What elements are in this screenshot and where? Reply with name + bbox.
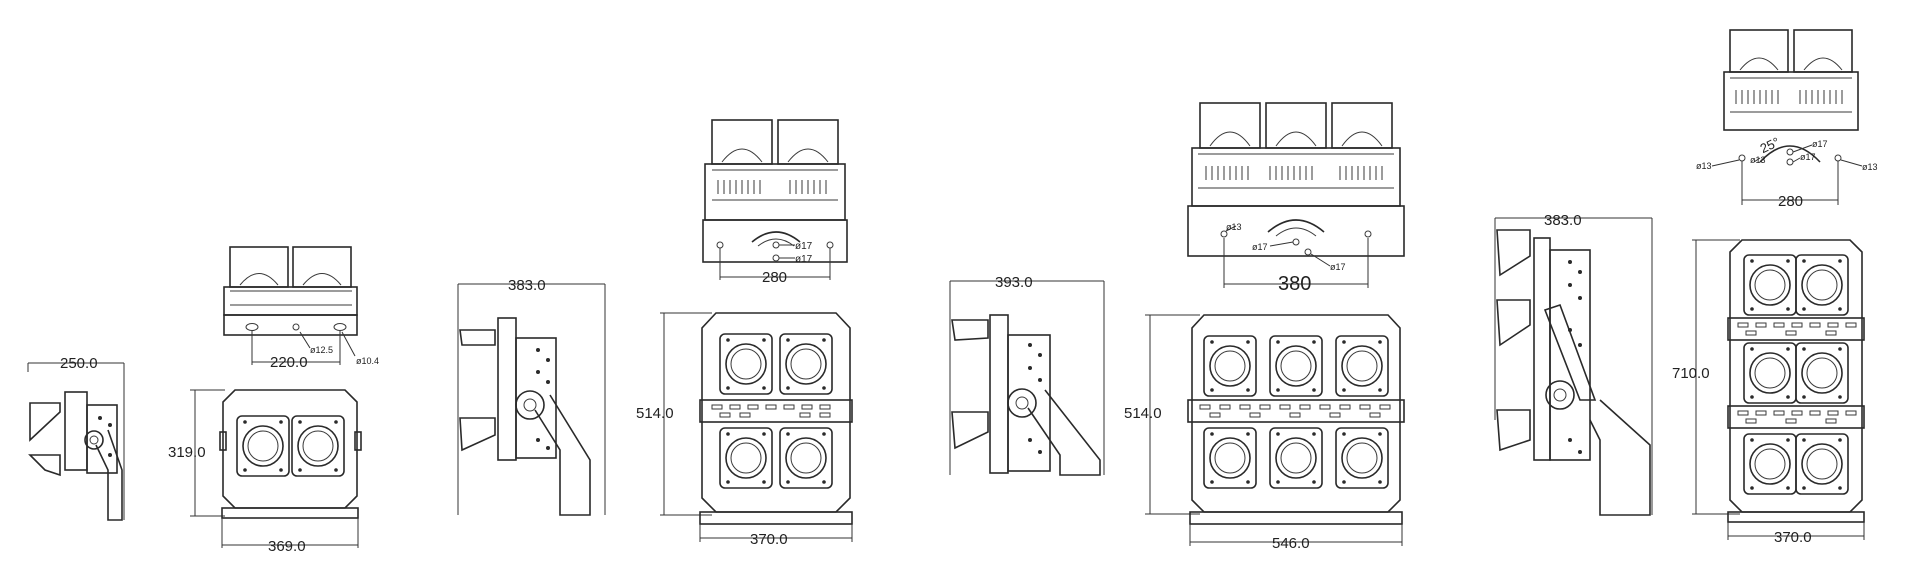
top-view-6v: 280 25° ø13 ø13 ø17 ø17 ø13 bbox=[1696, 29, 1878, 210]
top-6-width-label: 380 bbox=[1278, 273, 1311, 295]
top-6v-hole-e-label: ø13 bbox=[1862, 162, 1878, 172]
side-small-width-label: 250.0 bbox=[60, 355, 98, 372]
side-view-4: 383.0 bbox=[457, 277, 606, 516]
top-4-hole-a-label: ø17 bbox=[795, 241, 813, 252]
top-small-hole-b-label: ø10.4 bbox=[356, 356, 379, 366]
front-4-height-label: 514.0 bbox=[636, 405, 674, 422]
front-view-4: 514.0 370.0 bbox=[636, 312, 853, 548]
top-6v-hole-b-label: ø13 bbox=[1750, 155, 1766, 165]
top-6v-angle-label: 25° bbox=[1758, 134, 1782, 156]
top-4-hole-b-label: ø17 bbox=[795, 254, 813, 265]
side-4-width-label: 383.0 bbox=[508, 277, 546, 294]
side-view-small: 250.0 bbox=[27, 355, 125, 521]
front-6-width-label: 546.0 bbox=[1272, 535, 1310, 552]
side-6v-width-label: 383.0 bbox=[1544, 212, 1582, 229]
front-small-width-label: 369.0 bbox=[268, 538, 306, 555]
top-6-hole-b-label: ø17 bbox=[1252, 242, 1268, 252]
top-6v-hole-c-label: ø17 bbox=[1812, 139, 1828, 149]
top-view-small: 220.0 ø12.5 ø10.4 bbox=[223, 246, 379, 371]
top-4-width-label: 280 bbox=[762, 269, 787, 286]
top-view-6: 380 ø13 ø17 ø17 bbox=[1187, 102, 1405, 295]
top-6v-hole-d-label: ø17 bbox=[1800, 152, 1816, 162]
front-small-height-label: 319.0 bbox=[168, 444, 206, 461]
top-6v-hole-a-label: ø13 bbox=[1696, 161, 1712, 171]
side-view-6v: 383.0 bbox=[1494, 212, 1653, 516]
side-6-width-label: 393.0 bbox=[995, 274, 1033, 291]
front-6v-height-label: 710.0 bbox=[1672, 365, 1710, 382]
front-6-height-label: 514.0 bbox=[1124, 405, 1162, 422]
front-view-6v: 710.0 370.0 bbox=[1672, 239, 1865, 546]
top-small-width-label: 220.0 bbox=[270, 354, 308, 371]
top-6-hole-a-label: ø13 bbox=[1226, 222, 1242, 232]
top-6v-width-label: 280 bbox=[1778, 193, 1803, 210]
front-view-small: 319.0 369.0 bbox=[168, 389, 362, 555]
top-6-hole-c-label: ø17 bbox=[1330, 262, 1346, 272]
front-4-width-label: 370.0 bbox=[750, 531, 788, 548]
side-view-6: 393.0 bbox=[949, 274, 1105, 476]
front-6v-width-label: 370.0 bbox=[1774, 529, 1812, 546]
front-view-6: 514.0 546.0 bbox=[1124, 314, 1405, 552]
top-view-4: 280 ø17 ø17 bbox=[702, 119, 848, 286]
top-small-hole-a-label: ø12.5 bbox=[310, 345, 333, 355]
